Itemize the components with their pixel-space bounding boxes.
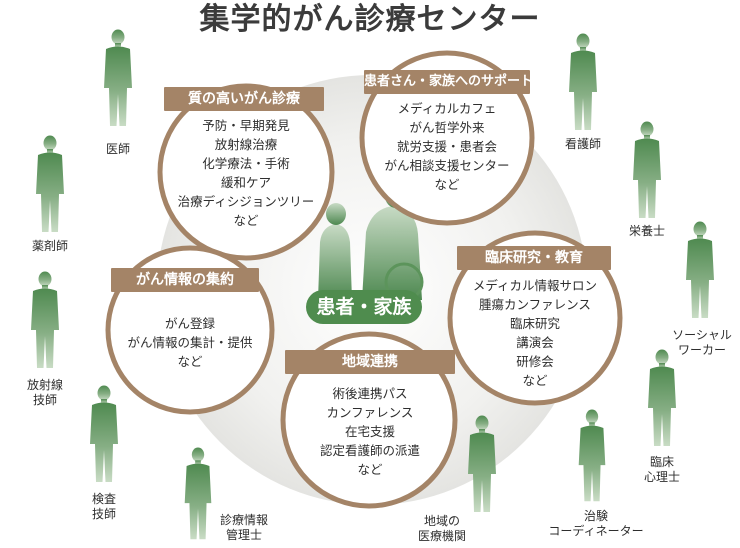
label-info-manager: 診療情報 管理士: [219, 513, 268, 542]
list-item: など: [522, 373, 548, 388]
label-dietitian: 栄養士: [628, 224, 665, 238]
social-worker-figure: [686, 221, 714, 318]
label-doctor: 医師: [105, 142, 130, 156]
label-trial-coordinator: 治験 コーディネーター: [548, 509, 644, 538]
list-item: がん登録: [164, 316, 215, 331]
heading-quality-care: 質の高いがん診療: [164, 87, 324, 111]
list-item: カンファレンス: [326, 405, 414, 420]
dietitian-figure: [633, 121, 661, 218]
circle-clinical-research: [447, 230, 623, 406]
heading-clinical-research: 臨床研究・教育: [457, 246, 611, 270]
list-item: メディカル情報サロン: [472, 278, 598, 293]
patient-family-label: 患者・家族: [306, 290, 422, 324]
clinical-research-items: メディカル情報サロン 腫瘍カンファレンス 臨床研究 講演会 研修会 など: [455, 276, 615, 390]
circle-regional-cooperation: [280, 331, 458, 509]
label-regional-institution: 地域の 医療機関: [417, 514, 466, 543]
label-lab-tech: 検査 技師: [91, 492, 116, 521]
doctor-figure: [104, 29, 132, 126]
list-item: 在宅支援: [344, 424, 395, 439]
circle-patient-support: [359, 50, 535, 226]
list-item: 腫瘍カンファレンス: [479, 297, 591, 312]
circle-quality-care: [157, 83, 335, 261]
info-manager-figure: [184, 447, 212, 540]
list-item: 講演会: [516, 335, 554, 350]
label-social-worker: ソーシャル ワーカー: [672, 328, 732, 357]
quality-care-items: 予防・早期発見 放射線治療 化学療法・手術 緩和ケア 治療ディシジョンツリー な…: [166, 116, 326, 230]
page-title: 集学的がん診療センター: [199, 2, 541, 37]
list-item: 就労支援・患者会: [396, 139, 497, 154]
list-item: 放射線治療: [214, 137, 278, 152]
psychologist-figure: [648, 349, 676, 446]
heading-regional-cooperation: 地域連携: [285, 350, 455, 374]
list-item: がん哲学外来: [409, 120, 485, 135]
patient-support-items: メディカルカフェ がん哲学外来 就労支援・患者会 がん相談支援センター など: [367, 99, 527, 194]
label-radiology-tech: 放射線 技師: [26, 378, 63, 407]
patient-family-silhouette: [318, 184, 424, 302]
nurse-figure: [569, 33, 597, 130]
radiology-tech-figure: [31, 271, 59, 368]
cancer-information-items: がん登録 がん情報の集計・提供 など: [110, 314, 270, 371]
label-psychologist: 臨床 心理士: [643, 455, 680, 484]
list-item: 予防・早期発見: [202, 118, 290, 133]
list-item: 化学療法・手術: [202, 156, 290, 171]
regional-cooperation-items: 術後連携パス カンファレンス 在宅支援 認定看護師の派遣 など: [290, 384, 450, 479]
list-item: 緩和ケア: [220, 175, 271, 190]
lab-tech-figure: [90, 385, 118, 482]
heading-cancer-information: がん情報の集約: [111, 268, 259, 292]
list-item: など: [357, 462, 383, 477]
list-item: 研修会: [516, 354, 554, 369]
list-item: など: [434, 177, 460, 192]
list-item: がん情報の集計・提供: [127, 335, 253, 350]
list-item: など: [177, 354, 203, 369]
label-nurse: 看護師: [564, 137, 601, 151]
list-item: がん相談支援センター: [384, 158, 510, 173]
list-item: メディカルカフェ: [397, 101, 497, 116]
list-item: 治療ディシジョンツリー: [177, 194, 315, 209]
heading-patient-support: 患者さん・家族へのサポート: [364, 70, 533, 94]
list-item: 術後連携パス: [332, 386, 408, 401]
label-pharmacist: 薬剤師: [31, 239, 68, 253]
trial-coordinator-figure: [578, 409, 606, 502]
list-item: 認定看護師の派遣: [319, 443, 420, 458]
pharmacist-figure: [36, 135, 64, 232]
list-item: など: [233, 213, 259, 228]
list-item: 臨床研究: [509, 316, 560, 331]
